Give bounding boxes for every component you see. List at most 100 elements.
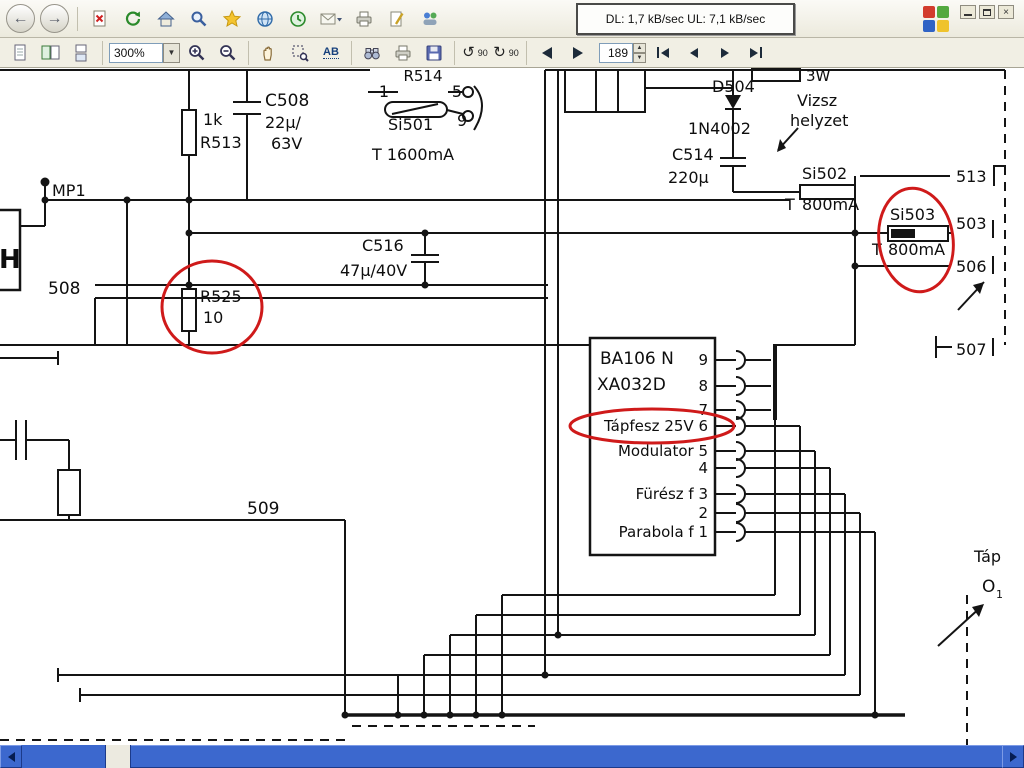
text-select-icon: AB <box>323 46 339 59</box>
label-terminal-513: 513 <box>956 167 987 186</box>
label-pin-8: 8 <box>698 377 708 395</box>
scroll-left-button[interactable] <box>0 745 22 768</box>
schematic-labels: 1 R514 5 C508 22μ/ 63V Si501 9 T 1600mA … <box>0 68 1003 601</box>
save-button[interactable] <box>420 39 448 67</box>
last-page-button[interactable] <box>742 39 770 67</box>
zoom-combobox: 300% ▼ <box>109 42 180 63</box>
history-back-icon <box>542 46 552 59</box>
history-forward-button[interactable] <box>564 39 592 67</box>
label-r513-value: 1k <box>203 110 223 129</box>
rotate-right-label: 90 <box>508 47 519 58</box>
toolbar-separator <box>77 6 78 31</box>
mail-button[interactable] <box>317 5 345 33</box>
page-number-input[interactable]: 189 <box>599 42 633 63</box>
label-c508: C508 <box>265 91 309 111</box>
single-page-icon <box>14 44 26 60</box>
label-vizsz-2: helyzet <box>790 111 848 130</box>
rotate-right-button[interactable]: ↻ 90 <box>492 39 520 67</box>
favorites-button[interactable] <box>218 5 246 33</box>
single-page-button[interactable] <box>6 39 34 67</box>
print-button[interactable] <box>350 5 378 33</box>
facing-pages-button[interactable] <box>37 39 65 67</box>
windows-logo-blue <box>923 20 935 32</box>
schematic-junctions <box>40 95 984 719</box>
refresh-button[interactable] <box>119 5 147 33</box>
annotation-ellipse-r525 <box>160 259 264 355</box>
page-spin-down-button[interactable]: ▼ <box>633 52 646 63</box>
text-select-tool-button[interactable]: AB <box>317 39 345 67</box>
page-number-box: 189 ▲ ▼ <box>599 42 646 63</box>
history-forward-icon <box>573 46 583 59</box>
print-document-button[interactable] <box>389 39 417 67</box>
scrollbar-track-gap[interactable] <box>105 745 131 768</box>
label-pin-5-modulator: Modulator 5 <box>618 442 708 460</box>
home-button[interactable] <box>152 5 180 33</box>
windows-logo-red <box>923 6 935 18</box>
save-disk-icon <box>426 45 442 60</box>
zoom-select-tool-button[interactable] <box>286 39 314 67</box>
windows-logo-green <box>937 6 949 18</box>
window-controls: × <box>960 4 1014 19</box>
browser-toolbar: ← → <box>0 0 1024 38</box>
label-terminal-503: 503 <box>956 214 987 233</box>
refresh-icon <box>125 11 141 26</box>
stop-button[interactable] <box>86 5 114 33</box>
label-c508-value2: 63V <box>271 134 302 153</box>
history-button[interactable] <box>284 5 312 33</box>
label-si503-rating: 800mA <box>888 240 945 259</box>
find-button[interactable] <box>358 39 386 67</box>
zoom-in-button[interactable] <box>183 39 211 67</box>
label-wire-509: 509 <box>247 499 279 519</box>
edit-button[interactable] <box>383 5 411 33</box>
first-page-button[interactable] <box>649 39 677 67</box>
forward-button[interactable]: → <box>40 4 69 33</box>
search-icon <box>191 11 207 26</box>
close-icon: × <box>1003 6 1009 18</box>
annotation-ellipse-tapfesz <box>568 407 736 445</box>
continuous-pages-button[interactable] <box>68 39 96 67</box>
label-wire-508: 508 <box>48 279 80 299</box>
rotate-left-icon: ↺ <box>462 43 475 61</box>
search-button[interactable] <box>185 5 213 33</box>
scroll-right-button[interactable] <box>1002 745 1024 768</box>
rotate-left-button[interactable]: ↺ 90 <box>461 39 489 67</box>
label-si503-t: T <box>871 240 882 259</box>
history-back-button[interactable] <box>533 39 561 67</box>
zoom-out-button[interactable] <box>214 39 242 67</box>
minimize-button[interactable] <box>960 4 976 19</box>
label-pin-2: 2 <box>698 504 708 522</box>
scroll-right-icon <box>1009 751 1017 762</box>
maximize-icon <box>983 8 991 16</box>
arrowhead <box>777 139 786 152</box>
label-r525: R525 <box>200 287 242 306</box>
maximize-button[interactable] <box>979 4 995 19</box>
label-r514: R514 <box>403 68 442 85</box>
back-button[interactable]: ← <box>6 4 35 33</box>
label-pin-9: 9 <box>698 351 708 369</box>
page-spin-up-button[interactable]: ▲ <box>633 42 646 53</box>
edit-page-icon <box>390 11 404 26</box>
messenger-button[interactable] <box>416 5 444 33</box>
label-h-box: H <box>0 245 21 275</box>
next-page-button[interactable] <box>711 39 739 67</box>
zoom-value[interactable]: 300% <box>109 42 163 63</box>
continuous-pages-icon <box>75 44 87 61</box>
toolbar-separator <box>526 40 527 65</box>
pan-tool-button[interactable] <box>255 39 283 67</box>
schematic-page: 1 R514 5 C508 22μ/ 63V Si501 9 T 1600mA … <box>0 68 1006 745</box>
toolbar-separator <box>248 40 249 65</box>
label-si501-rating: T 1600mA <box>371 145 454 164</box>
media-button[interactable] <box>251 5 279 33</box>
label-3w: 3W <box>806 68 831 85</box>
scrollbar-thumb[interactable] <box>131 745 1002 768</box>
label-tap-subscript: 1 <box>996 588 1003 601</box>
zoom-in-icon <box>189 44 205 60</box>
close-button[interactable]: × <box>998 4 1014 19</box>
last-page-icon <box>750 47 758 58</box>
previous-page-button[interactable] <box>680 39 708 67</box>
horizontal-scrollbar[interactable] <box>0 745 1024 768</box>
zoom-dropdown-button[interactable]: ▼ <box>163 42 180 63</box>
annotation-ellipse-si503 <box>877 186 955 294</box>
document-canvas[interactable]: 1 R514 5 C508 22μ/ 63V Si501 9 T 1600mA … <box>0 68 1024 745</box>
